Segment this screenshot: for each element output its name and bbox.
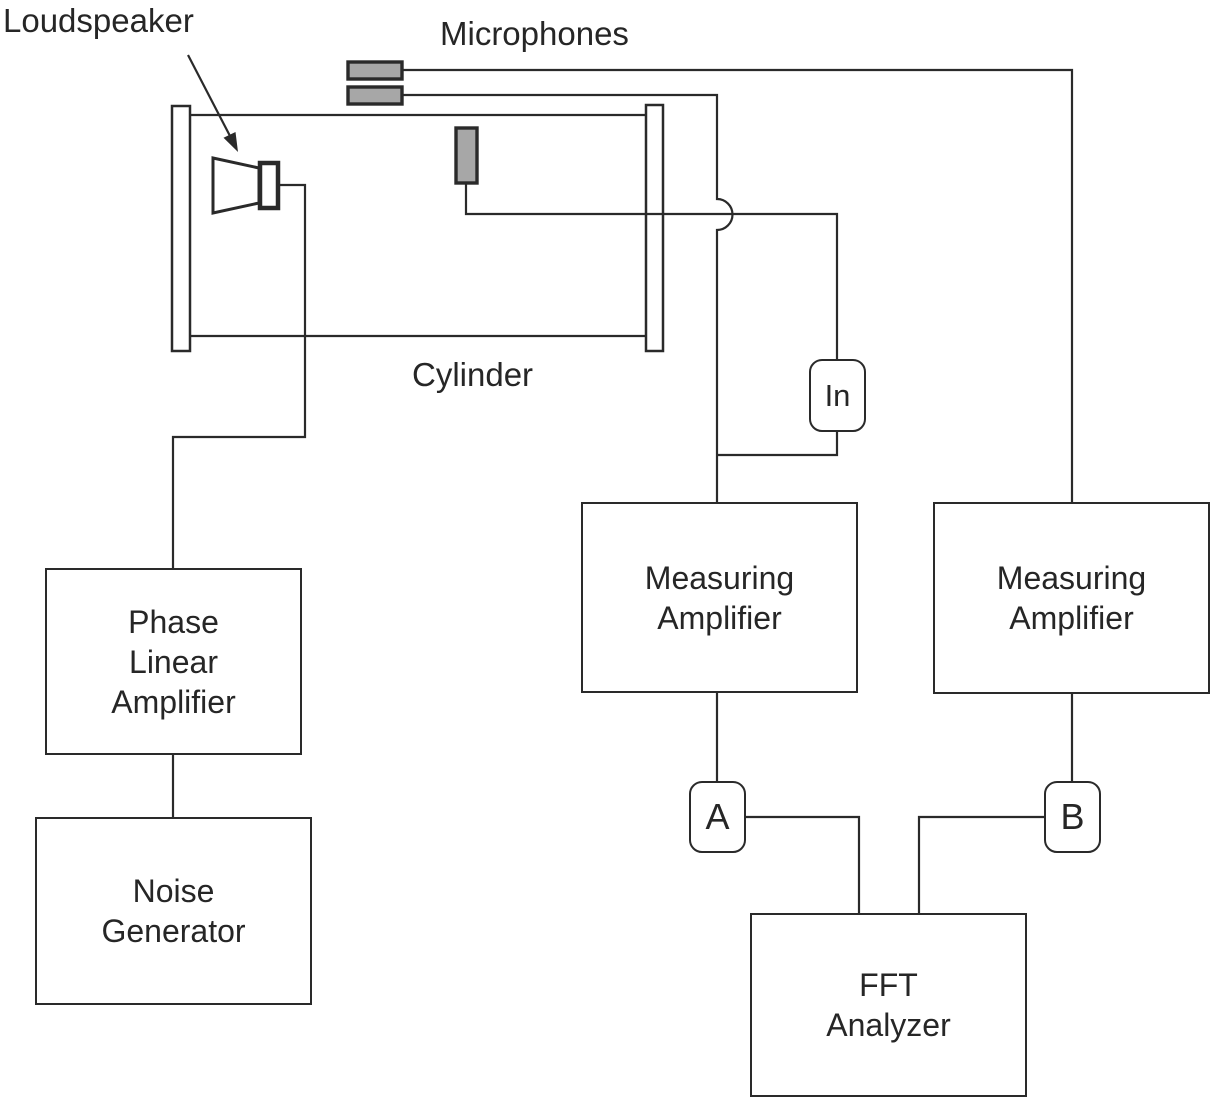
channel-b-node: B (1044, 781, 1101, 853)
cylinder-right-endplate (644, 103, 665, 353)
loudspeaker-driver (257, 160, 281, 211)
input-node-box: In (809, 359, 866, 432)
phase-linear-amplifier-box: Phase Linear Amplifier (45, 568, 302, 755)
probe-microphone-icon (454, 126, 479, 185)
loudspeaker-arrowhead (223, 132, 238, 152)
wire-mic2-to-left-amplifier (402, 93, 734, 502)
microphone-shapes (346, 60, 479, 185)
wire-b-to-fft (917, 815, 1045, 913)
wires (171, 54, 1074, 913)
wire-mic1-to-right-amplifier (402, 68, 1074, 502)
cylinder-left-endplate (170, 104, 192, 353)
cylinder-label: Cylinder (412, 356, 534, 393)
microphones-label: Microphones (440, 15, 629, 52)
microphone-2-icon (346, 85, 404, 106)
noise-generator-box: Noise Generator (35, 817, 312, 1005)
loudspeaker-label: Loudspeaker (3, 2, 194, 39)
wire-a-to-fft (746, 815, 861, 913)
loudspeaker-horn (211, 156, 261, 215)
wire-probe-mic-to-in (464, 183, 839, 360)
cylinder-endplates (170, 103, 665, 353)
microphone-1-icon (346, 60, 404, 81)
wire-loudspeaker-to-phase-amplifier (171, 183, 307, 568)
channel-a-node: A (689, 781, 746, 853)
loudspeaker-arrow-line (187, 54, 231, 137)
wire-in-to-left-amplifier (717, 432, 839, 457)
loudspeaker-icon (211, 156, 281, 215)
fft-analyzer-box: FFT Analyzer (750, 913, 1027, 1097)
measuring-amplifier-left-box: Measuring Amplifier (581, 502, 858, 693)
measuring-amplifier-right-box: Measuring Amplifier (933, 502, 1210, 694)
